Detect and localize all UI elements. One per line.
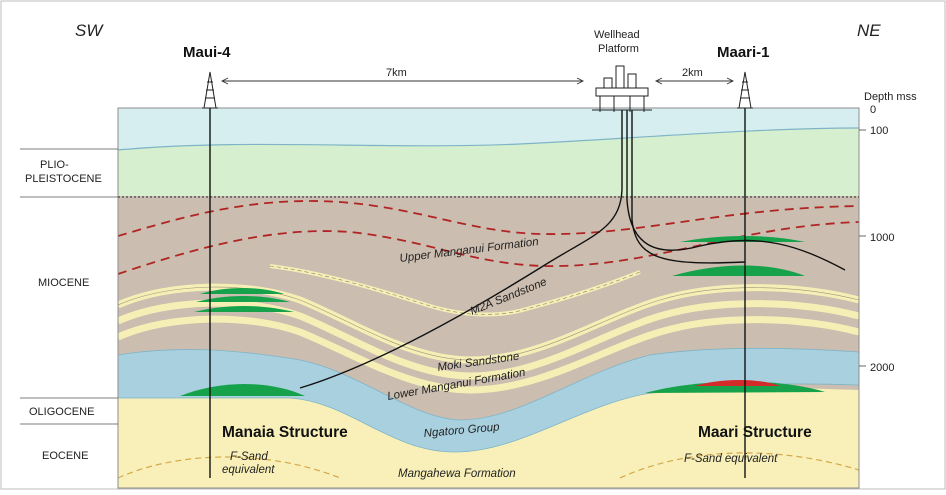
maari-1-label: Maari-1 xyxy=(717,44,770,61)
ngatoro-group-layer xyxy=(118,347,859,453)
maui-4-label: Maui-4 xyxy=(183,44,231,61)
depth-axis-title: Depth mss xyxy=(864,91,917,103)
sand-band-2 xyxy=(118,299,859,380)
label-mangahewa: Mangahewa Formation xyxy=(398,468,516,480)
oil-maui-1 xyxy=(200,288,284,294)
depth-tick-1000: 1000 xyxy=(870,232,894,244)
distance-7km: 7km xyxy=(386,67,407,79)
depth-tick-0: 0 xyxy=(870,104,876,116)
seabed-line xyxy=(118,127,859,151)
oil-maui-3 xyxy=(194,306,294,312)
platform-label-line1: Wellhead xyxy=(594,29,640,41)
fsand-arc-left xyxy=(118,456,341,479)
oil-maari-upper xyxy=(680,236,805,242)
label-fsand-left-2: equivalent xyxy=(222,464,275,476)
maari-1-derrick xyxy=(737,71,753,109)
distance-2km: 2km xyxy=(682,67,703,79)
oil-maui-2 xyxy=(196,296,290,302)
age-miocene: MIOCENE xyxy=(38,277,89,289)
age-plio-line1: PLIO- xyxy=(40,159,69,171)
age-eocene: EOCENE xyxy=(42,450,88,462)
strata xyxy=(118,108,859,488)
m2a-sandstone-edge xyxy=(269,265,641,315)
maari-structure-label: Maari Structure xyxy=(698,424,812,441)
platform-label-line2: Platform xyxy=(598,43,639,55)
horizon-upper xyxy=(118,200,859,237)
direction-ne: NE xyxy=(857,21,881,40)
oil-maari-m2a xyxy=(672,265,805,276)
deviated-wells xyxy=(299,110,846,389)
age-dividers xyxy=(20,148,118,425)
age-plio-line2: PLEISTOCENE xyxy=(25,173,102,185)
direction-sw: SW xyxy=(75,21,104,40)
depth-tick-100: 100 xyxy=(870,125,888,137)
depth-ticks xyxy=(859,129,866,367)
depth-tick-2000: 2000 xyxy=(870,362,894,374)
label-fsand-right: F-Sand equivalent xyxy=(684,453,778,465)
distance-arrows xyxy=(220,77,735,85)
oil-maari-structure xyxy=(645,381,825,393)
plio-pleistocene-layer xyxy=(118,128,859,200)
label-fsand-left-1: F-Sand xyxy=(230,451,268,463)
maui-4-derrick xyxy=(202,71,218,109)
wellhead-platform-icon xyxy=(592,65,652,112)
manaia-structure-label: Manaia Structure xyxy=(222,424,348,441)
fsand-arc-right xyxy=(619,452,859,479)
section-border xyxy=(117,107,860,489)
sand-band-3 xyxy=(118,315,859,394)
age-oligocene: OLIGOCENE xyxy=(29,406,94,418)
eocene-layer xyxy=(118,387,859,488)
oil-manaia xyxy=(180,384,305,396)
gas-cap-maari xyxy=(695,380,780,386)
